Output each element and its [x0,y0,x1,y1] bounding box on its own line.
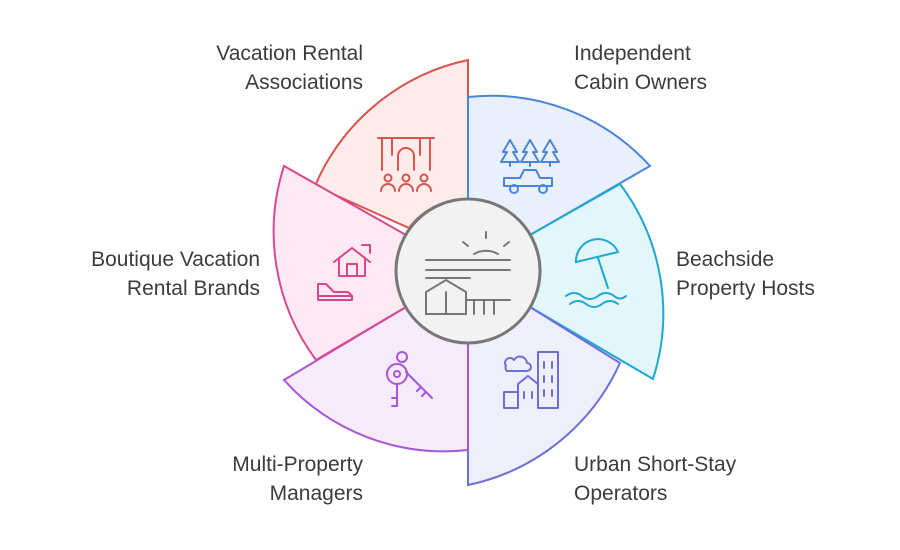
label-line-2: Property Hosts [676,277,815,300]
crowd-gate-icon [377,137,435,192]
label-line-1: Urban Short-Stay [574,453,737,476]
label-beachside-property-hosts: Beachside Property Hosts [676,245,815,303]
trees-truck-icon [500,139,560,194]
sunrise-house-icon [425,231,511,315]
label-line-2: Cabin Owners [574,71,708,94]
keys-icon [386,351,433,407]
label-line-1: Boutique Vacation [91,248,260,271]
beach-umbrella-icon [565,238,627,308]
label-line-1: Independent [574,42,691,65]
label-multi-property-managers: Multi-Property Managers [232,450,363,508]
house-shoe-icon [317,244,371,301]
label-line-2: Operators [574,482,668,505]
label-line-2: Associations [245,71,363,94]
label-urban-short-stay-operators: Urban Short-Stay Operators [574,450,736,508]
city-buildings-icon [503,351,559,409]
label-line-2: Managers [269,482,363,505]
label-boutique-vacation-rental-brands: Boutique Vacation Rental Brands [91,245,260,303]
label-line-2: Rental Brands [126,277,260,300]
label-independent-cabin-owners: Independent Cabin Owners [574,39,707,97]
label-line-1: Multi-Property [232,453,363,476]
label-line-1: Vacation Rental [216,42,363,65]
label-line-1: Beachside [676,248,775,271]
label-vacation-rental-associations: Vacation Rental Associations [216,39,363,97]
